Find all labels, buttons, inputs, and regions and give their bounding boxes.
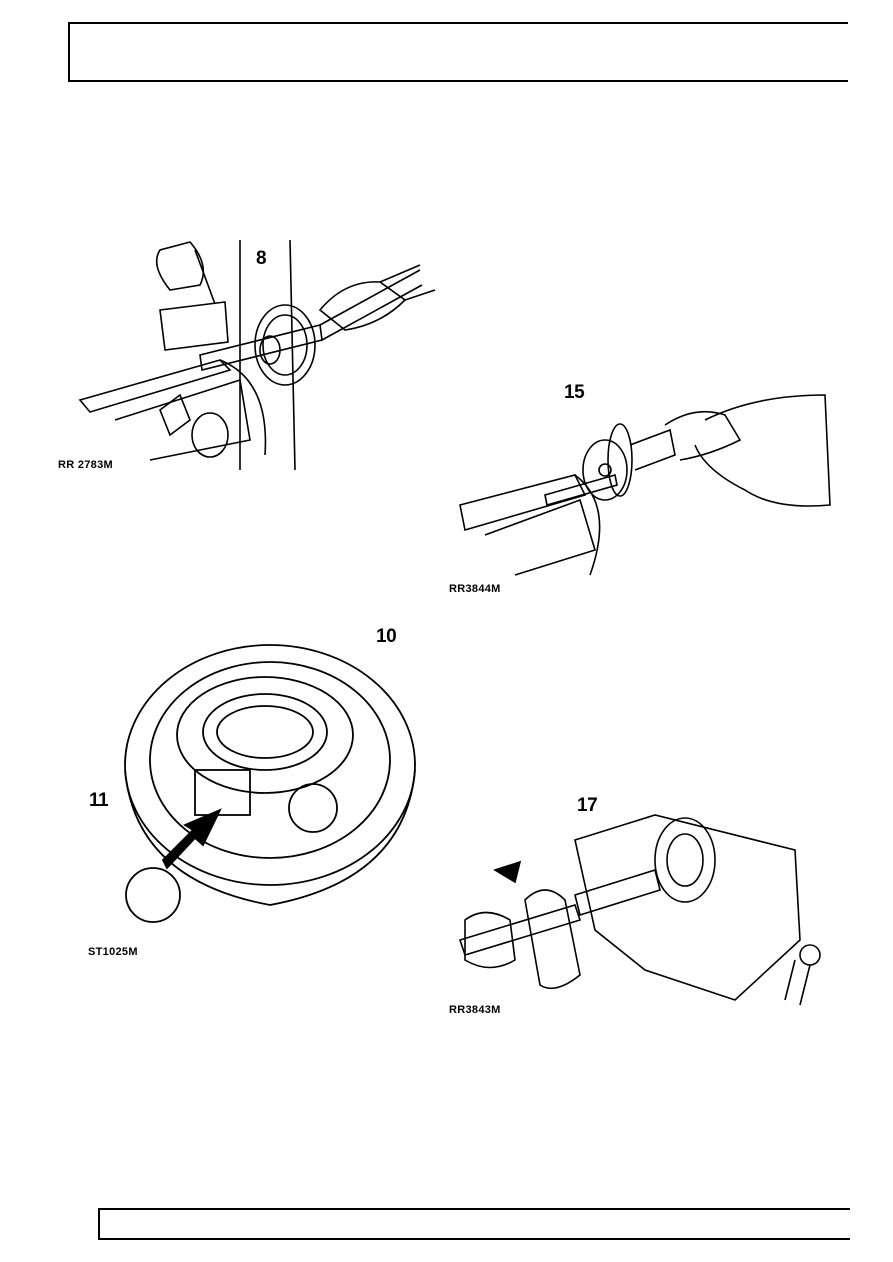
figure-3-callout-11: 11 [89,790,109,811]
figure-4-reference: RR3843M [449,1004,501,1016]
figure-3-illustration [124,644,416,923]
figure-3-callout-10: 10 [376,626,397,647]
page-header-box [68,22,848,82]
figure-4-bearing-removal [455,810,835,1010]
figure-3-reference: ST1025M [88,946,138,958]
figure-3-cv-joint-cage [95,620,425,940]
figure-2-callout-15: 15 [564,382,585,403]
figure-1-illustration [78,239,436,471]
figure-4-illustration [458,814,821,1006]
page-footer-box [98,1208,850,1240]
figure-2-hub-removal [455,385,835,580]
figure-4-callout-17: 17 [577,795,598,816]
figure-1-reference: RR 2783M [58,459,113,471]
figure-2-illustration [459,394,831,576]
figure-1-cv-joint-removal [60,230,440,475]
figure-2-reference: RR3844M [449,583,501,595]
figure-1-callout-8: 8 [256,248,267,269]
